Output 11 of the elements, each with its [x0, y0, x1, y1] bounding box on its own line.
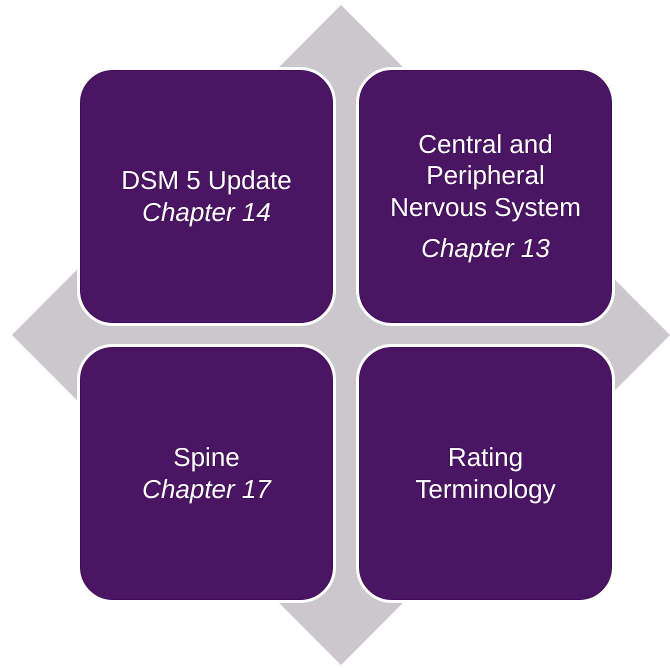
rounded-box	[356, 344, 615, 603]
rounded-box	[77, 67, 336, 326]
rounded-box	[356, 67, 615, 326]
topic-label: Spine	[173, 442, 240, 474]
rounded-box	[77, 344, 336, 603]
chapter-label: Chapter 14	[142, 196, 271, 228]
chapter-label: Chapter 13	[421, 232, 550, 264]
topic-label: DSM 5 Update	[121, 165, 292, 196]
topic-label: Central and Peripheral Nervous System	[389, 129, 582, 223]
topic-label: Rating Terminology	[414, 442, 557, 505]
chapter-label: Chapter 17	[142, 474, 271, 505]
